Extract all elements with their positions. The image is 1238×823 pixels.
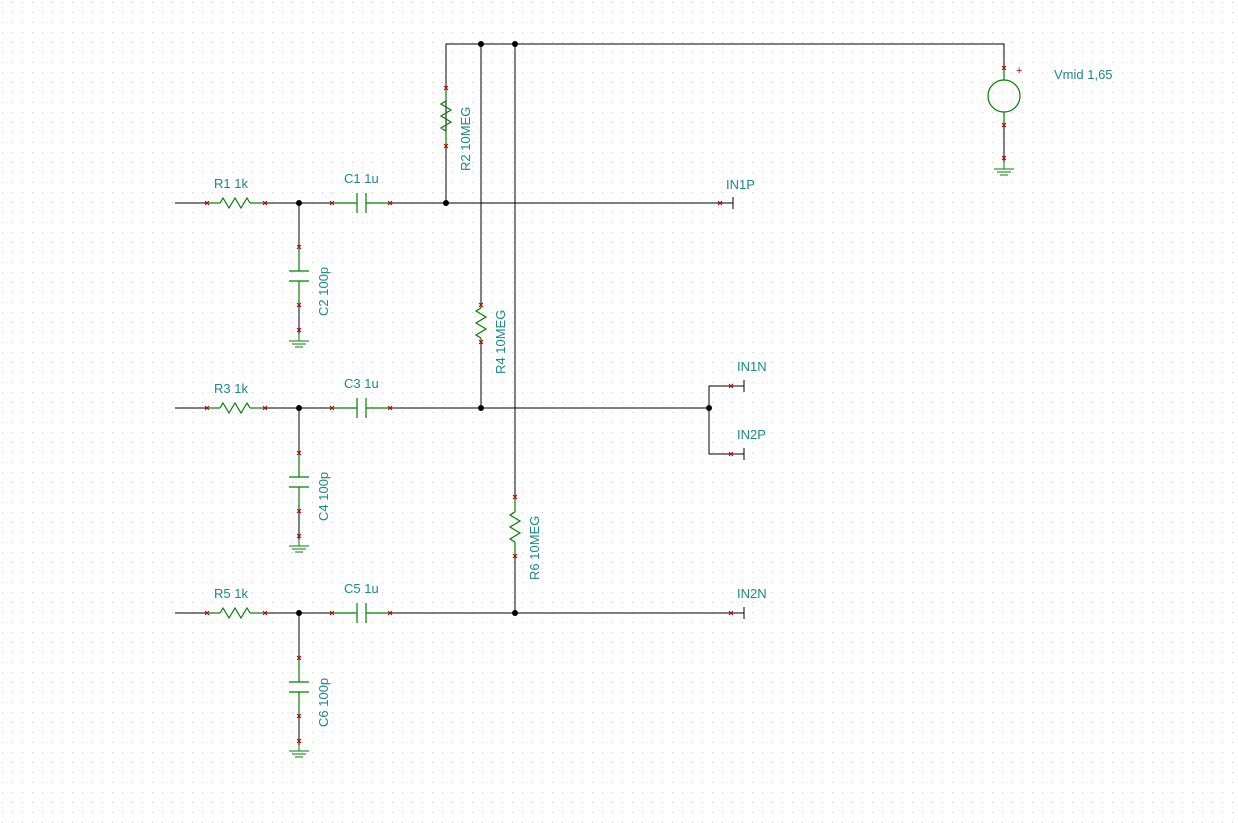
label-r3: R3 1k bbox=[214, 381, 248, 396]
label-r1: R1 1k bbox=[214, 176, 248, 191]
wire-to-in1n[interactable] bbox=[708, 385, 731, 408]
label-r6: R6 10MEG bbox=[527, 516, 542, 580]
label-c1: C1 1u bbox=[344, 171, 379, 186]
junction-dot bbox=[512, 610, 518, 616]
pin-marker bbox=[262, 610, 268, 616]
pin-marker bbox=[296, 655, 302, 661]
pin-marker bbox=[1001, 122, 1007, 128]
label-vmid: Vmid 1,65 bbox=[1054, 67, 1113, 82]
label-c6: C6 100p bbox=[316, 678, 331, 727]
pin-marker bbox=[296, 508, 302, 514]
pin-marker bbox=[296, 533, 302, 539]
pin-marker bbox=[1001, 65, 1007, 71]
pin-marker bbox=[387, 610, 393, 616]
pin-marker bbox=[478, 339, 484, 345]
junction-dot bbox=[296, 200, 302, 206]
resistor-r3[interactable] bbox=[207, 401, 265, 415]
pin-marker bbox=[512, 494, 518, 500]
port-label-in1p: IN1P bbox=[726, 177, 755, 192]
port-in2p[interactable] bbox=[731, 448, 745, 460]
ground-symbol-c2 bbox=[289, 334, 309, 348]
resistor-r2[interactable] bbox=[439, 88, 453, 146]
port-in2n[interactable] bbox=[731, 607, 745, 619]
ground-symbol-vmid bbox=[994, 162, 1014, 176]
pin-marker bbox=[717, 200, 723, 206]
pin-marker bbox=[262, 405, 268, 411]
port-label-in1n: IN1N bbox=[737, 359, 767, 374]
port-in1p[interactable] bbox=[720, 197, 734, 209]
label-r4: R4 10MEG bbox=[493, 310, 508, 374]
pin-marker bbox=[387, 405, 393, 411]
pin-marker bbox=[204, 405, 210, 411]
resistor-r1[interactable] bbox=[207, 196, 265, 210]
pin-marker bbox=[512, 553, 518, 559]
pin-marker bbox=[329, 405, 335, 411]
pin-marker bbox=[728, 383, 734, 389]
wire-top-bus[interactable] bbox=[445, 43, 1005, 203]
polarity-plus-label: + bbox=[1016, 65, 1022, 77]
capacitor-c5[interactable] bbox=[332, 603, 390, 623]
pin-marker bbox=[296, 302, 302, 308]
port-label-in2n: IN2N bbox=[737, 586, 767, 601]
junction-dot bbox=[443, 200, 449, 206]
junction-dot bbox=[296, 610, 302, 616]
capacitor-c6[interactable] bbox=[289, 658, 309, 716]
pin-markers bbox=[204, 65, 1007, 744]
label-r5: R5 1k bbox=[214, 586, 248, 601]
capacitor-c1[interactable] bbox=[332, 193, 390, 213]
voltage-source-vmid[interactable]: + bbox=[987, 65, 1022, 125]
port-label-in2p: IN2P bbox=[737, 427, 766, 442]
port-labels: IN1P IN1N IN2P IN2N bbox=[726, 177, 767, 601]
pin-marker bbox=[296, 244, 302, 250]
pin-marker bbox=[728, 451, 734, 457]
junction-dot bbox=[512, 41, 518, 47]
junction-dot bbox=[478, 405, 484, 411]
label-c3: C3 1u bbox=[344, 376, 379, 391]
junction-dot bbox=[478, 41, 484, 47]
pin-marker bbox=[728, 610, 734, 616]
pin-marker bbox=[296, 713, 302, 719]
pin-marker bbox=[204, 200, 210, 206]
pin-marker bbox=[478, 302, 484, 308]
component-labels: R1 1k C1 1u R3 1k C3 1u R5 1k C5 1u R2 1… bbox=[214, 67, 1113, 727]
pin-marker bbox=[262, 200, 268, 206]
label-r2: R2 10MEG bbox=[458, 107, 473, 171]
ground-symbol-c4 bbox=[289, 540, 309, 553]
label-c2: C2 100p bbox=[316, 267, 331, 316]
capacitor-c3[interactable] bbox=[332, 398, 390, 418]
label-c4: C4 100p bbox=[316, 472, 331, 521]
junctions bbox=[296, 41, 712, 616]
pin-marker bbox=[329, 200, 335, 206]
wire-to-in2p[interactable] bbox=[708, 408, 731, 455]
pin-marker bbox=[1001, 155, 1007, 161]
junction-dot bbox=[706, 405, 712, 411]
capacitor-c4[interactable] bbox=[289, 453, 309, 511]
pin-marker bbox=[443, 143, 449, 149]
resistor-r5[interactable] bbox=[207, 606, 265, 620]
pin-marker bbox=[296, 738, 302, 744]
pin-marker bbox=[204, 610, 210, 616]
pin-marker bbox=[387, 200, 393, 206]
label-c5: C5 1u bbox=[344, 581, 379, 596]
ground-symbol-c6 bbox=[289, 745, 309, 758]
pin-marker bbox=[329, 610, 335, 616]
port-in1n[interactable] bbox=[731, 380, 745, 392]
pin-marker bbox=[443, 85, 449, 91]
capacitor-c2[interactable] bbox=[289, 247, 309, 305]
junction-dot bbox=[296, 405, 302, 411]
pin-marker bbox=[296, 327, 302, 333]
resistor-r6[interactable] bbox=[508, 497, 522, 556]
pin-marker bbox=[296, 450, 302, 456]
